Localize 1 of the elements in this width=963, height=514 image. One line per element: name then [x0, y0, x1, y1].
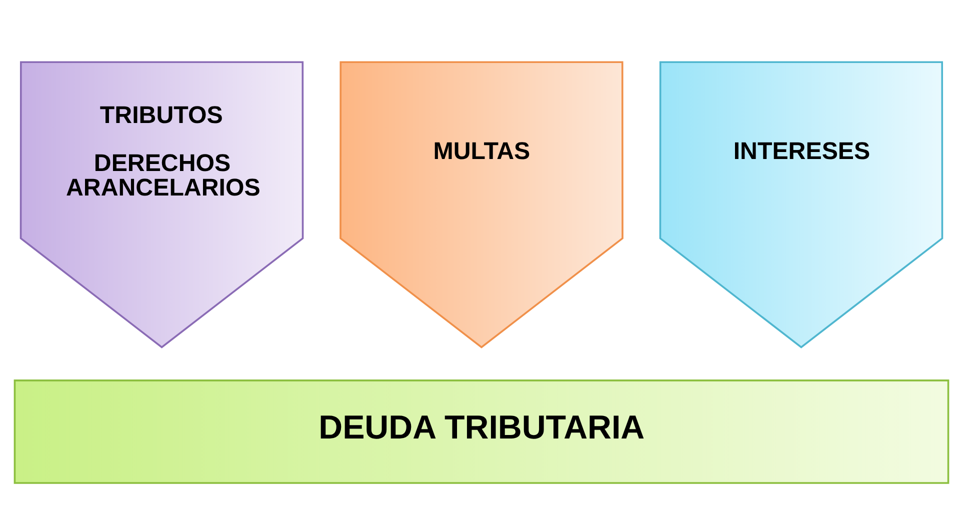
node-box: DEUDA TRIBUTARIA — [14, 379, 950, 484]
